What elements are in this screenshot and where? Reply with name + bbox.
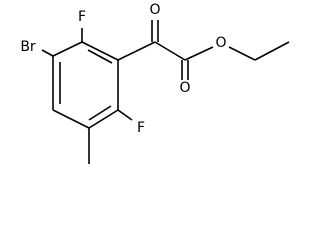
bond-o-ethyl-ch2 <box>228 46 256 61</box>
ring-bond-c4-c5 <box>88 109 119 129</box>
atom-label-fluorine-bottom: F <box>137 120 145 136</box>
ring-bond-c1-c2 <box>52 41 83 57</box>
atom-label-bromine: Br <box>20 39 36 55</box>
bond-c4-f <box>117 109 133 121</box>
ring-double-bond-inner-2 <box>88 105 112 121</box>
chemical-structure-drawing: Br F F O O O <box>20 2 290 164</box>
bond-ketone-to-ester-carbon <box>154 41 186 61</box>
atom-label-ester-oxygen: O <box>215 35 226 51</box>
bond-c1-br <box>41 49 54 57</box>
atom-label-fluorine-top: F <box>78 9 86 25</box>
atom-label-carbonyl-oxygen: O <box>179 80 190 96</box>
bond-ethyl-ch2-ch3 <box>254 41 290 61</box>
ring-bond-c5-c6 <box>52 109 90 129</box>
ring-double-bond-inner-1 <box>87 49 113 64</box>
bond-ester-c-o-single <box>184 46 214 61</box>
ring-bond-c2-c3 <box>81 41 119 61</box>
structure-canvas: Br F F O O O <box>20 2 290 164</box>
atom-label-ketone-oxygen: O <box>149 2 160 18</box>
bond-ring-to-ketone-carbon <box>117 41 156 61</box>
